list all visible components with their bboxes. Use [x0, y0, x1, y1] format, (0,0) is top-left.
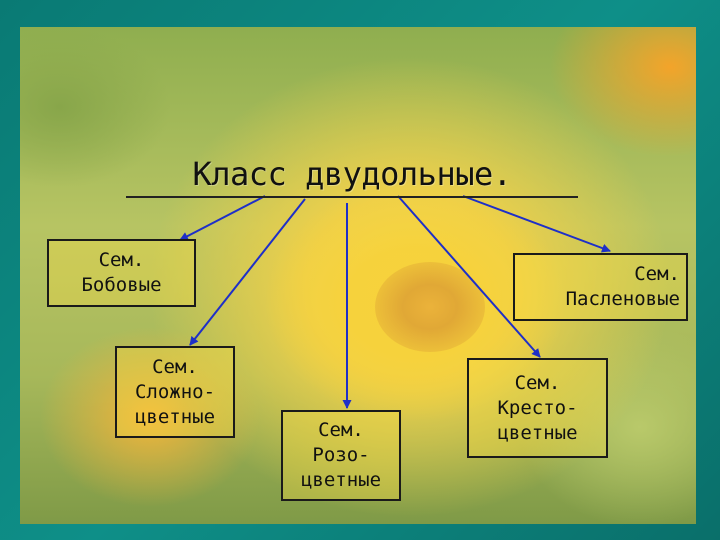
node-line: цветные [134, 405, 216, 428]
arrow-to-paslenovye [462, 195, 611, 253]
node-line: Бобовые [81, 274, 162, 296]
arrow-to-krestotsvetnye [397, 195, 541, 358]
arrow-to-slozhnotsvetnye [189, 198, 306, 346]
family-node-krestotsvetnye: Сем. Кресто- цветные [467, 358, 608, 458]
node-line: Сем. [634, 263, 680, 285]
node-line: цветные [300, 469, 382, 491]
node-line: Сем. [514, 371, 561, 394]
node-line: Сложно- [134, 380, 216, 403]
flower-center [375, 262, 485, 352]
node-line: Розо- [312, 444, 370, 466]
node-line: Пасленовые [565, 288, 680, 310]
title-underline [126, 196, 578, 198]
arrow-to-bobovye [179, 195, 266, 241]
node-line: Сем. [318, 419, 364, 441]
family-node-bobovye: Сем. Бобовые [47, 239, 196, 307]
family-node-paslenovye: Сем. Пасленовые [513, 253, 688, 321]
node-line: цветные [497, 421, 578, 444]
family-node-slozhnotsvetnye: Сем. Сложно- цветные [115, 346, 235, 438]
slide-background-photo [20, 27, 696, 524]
diagram-title: Класс двудольные. [192, 155, 512, 193]
family-node-rozotsvetnye: Сем. Розо- цветные [281, 410, 401, 501]
node-line: Кресто- [497, 396, 578, 419]
node-line: Сем. [98, 249, 145, 271]
node-line: Сем. [152, 355, 198, 378]
